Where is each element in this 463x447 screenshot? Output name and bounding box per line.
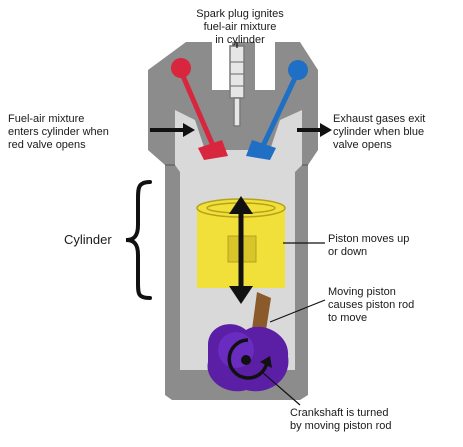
double-arrow-vertical-icon bbox=[229, 196, 253, 304]
crankshaft-label: Crankshaft is turned by moving piston ro… bbox=[290, 407, 392, 432]
piston-rod-label: Moving piston causes piston rod to move bbox=[328, 286, 415, 324]
intake-label: Fuel-air mixture enters cylinder when re… bbox=[8, 113, 109, 151]
exhaust-valve bbox=[246, 60, 308, 160]
spark-plug bbox=[229, 45, 245, 127]
curly-brace-icon bbox=[125, 180, 152, 300]
leader-lines bbox=[236, 42, 326, 406]
arrow-right-icon bbox=[297, 123, 332, 137]
spark-plug-label: Spark plug ignites fuel-air mixture in c… bbox=[196, 8, 284, 46]
piston-label: Piston moves up or down bbox=[328, 233, 410, 258]
arrow-right-icon bbox=[150, 123, 195, 137]
intake-valve bbox=[171, 58, 228, 160]
cylinder-label: Cylinder bbox=[64, 232, 112, 247]
circular-arrow-icon bbox=[227, 338, 272, 380]
exhaust-label: Exhaust gases exit cylinder when blue va… bbox=[333, 113, 426, 151]
